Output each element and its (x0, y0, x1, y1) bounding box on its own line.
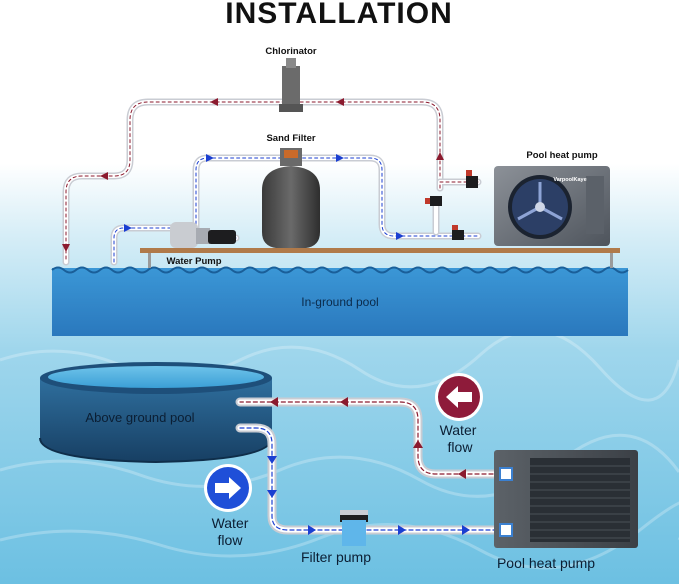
above-ground-pool (39, 362, 273, 464)
bottom-flow-arrows (267, 397, 470, 535)
flow-arrow-return (270, 397, 278, 407)
flow-arrow-return (336, 98, 344, 106)
flow-arrow-return (413, 440, 423, 448)
water-flow-supply-label-2: flow (218, 532, 244, 548)
water-pump-label: Water Pump (166, 256, 221, 267)
flow-arrow-return (458, 469, 466, 479)
flow-arrow-return (210, 98, 218, 106)
pool-heat-pump-top-label: Pool heat pump (526, 150, 597, 161)
sand-filter-label: Sand Filter (266, 133, 315, 144)
deck-leg (610, 253, 613, 268)
pool-heat-pump-bottom-label: Pool heat pump (497, 555, 595, 571)
arrow-right-icon (215, 477, 241, 499)
flow-arrow-supply (308, 525, 316, 535)
flow-arrow-supply (267, 490, 277, 498)
arrow-left-icon (446, 386, 472, 408)
water-flow-supply-label-1: Water (212, 515, 249, 531)
heat-pump-grille (530, 465, 630, 539)
return-flow-badge (435, 373, 483, 421)
pool-surface-wave (51, 266, 629, 274)
bottom-pipes (235, 397, 505, 535)
pool-heat-pump-bottom (494, 450, 638, 548)
chlorinator (279, 58, 303, 112)
flow-arrow-supply (336, 154, 344, 162)
heat-pump-brand: VarpoolKaye (553, 177, 586, 183)
flow-arrow-return (340, 397, 348, 407)
flow-arrow-supply (267, 456, 277, 464)
top-pipes (62, 98, 482, 266)
page-title: INSTALLATION (225, 0, 453, 30)
valve (430, 196, 442, 206)
water-flow-return-label-2: flow (448, 439, 474, 455)
flow-arrow-supply (396, 232, 404, 240)
flow-arrow-supply (398, 525, 406, 535)
water-flow-return-label-1: Water (440, 422, 477, 438)
chlorinator-label: Chlorinator (265, 46, 316, 57)
flow-arrow-supply (206, 154, 214, 162)
flow-arrow-return (62, 244, 70, 252)
flow-arrow-supply (462, 525, 470, 535)
valves-top (425, 170, 478, 240)
pool-heat-pump-top (494, 166, 610, 246)
filter-pump (340, 510, 368, 546)
sand-filter (262, 148, 320, 248)
supply-flow-badge (204, 464, 252, 512)
flow-arrow-return (436, 152, 444, 160)
flow-arrow-supply (124, 224, 132, 232)
equipment-deck (140, 248, 620, 253)
water-pump (170, 222, 236, 248)
flow-arrow-return (100, 172, 108, 180)
deck-leg (148, 253, 151, 268)
valve (452, 230, 464, 240)
in-ground-pool (52, 268, 628, 336)
filter-pump-label: Filter pump (301, 549, 371, 565)
in-ground-pool-label: In-ground pool (301, 295, 378, 309)
above-ground-pool-label: Above ground pool (85, 410, 194, 425)
valve (466, 176, 478, 188)
